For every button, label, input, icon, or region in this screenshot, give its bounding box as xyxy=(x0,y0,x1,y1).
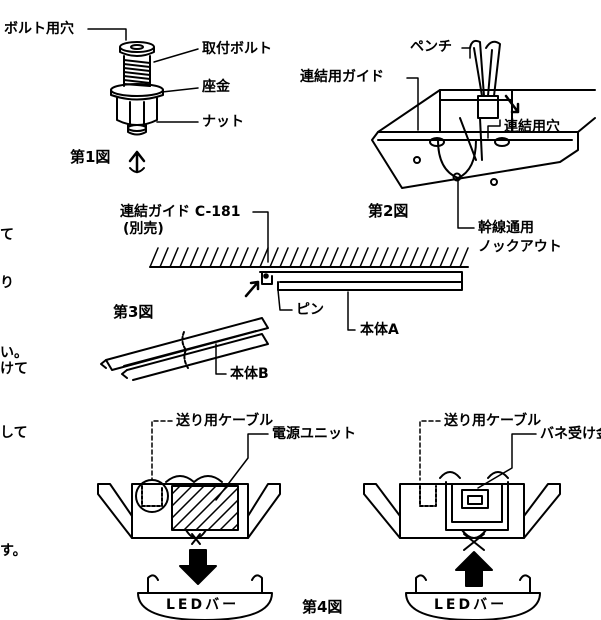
fig4-left-leader-lines xyxy=(151,420,269,501)
label-joint-hole: 連結用穴 xyxy=(504,119,560,135)
pliers-direction-arrow-icon xyxy=(504,94,520,114)
edge-text-1: て xyxy=(0,227,14,243)
label-joint-guide-c181: 連結ガイド C-181 xyxy=(120,204,241,220)
label-led-bar-right: LEDバー xyxy=(434,597,508,613)
fixture-right-illustration xyxy=(363,471,561,551)
label-pin: ピン xyxy=(296,302,324,318)
edge-text-2: り xyxy=(0,275,14,291)
fig1-leader-lines xyxy=(87,28,199,123)
insert-arrow-icon xyxy=(244,280,260,298)
label-body-a: 本体A xyxy=(360,322,399,338)
figure1-caption: 第1図 xyxy=(70,148,111,166)
up-arrow-icon xyxy=(128,150,146,174)
fig4-right-leader-lines xyxy=(419,420,537,489)
figure2-caption: 第2図 xyxy=(368,202,409,220)
label-power-unit: 電源ユニット xyxy=(272,426,356,442)
label-knockout-line1: 幹線通用 xyxy=(478,220,534,236)
label-spring-bracket: バネ受け金具 xyxy=(540,426,601,442)
label-mounting-bolt: 取付ボルト xyxy=(202,41,272,57)
figure4-caption: 第4図 xyxy=(302,598,343,616)
body-a-illustration xyxy=(259,271,463,291)
up-arrow-left-icon xyxy=(179,549,217,585)
fixture-joint-illustration xyxy=(371,39,596,189)
label-sold-separately: (別売) xyxy=(123,221,164,237)
label-led-bar-left: LEDバー xyxy=(166,597,240,613)
label-knockout-line2: ノックアウト xyxy=(478,239,562,255)
body-b-illustration xyxy=(100,317,269,381)
label-feed-cable-right: 送り用ケーブル xyxy=(444,413,542,429)
bolt-assembly-illustration xyxy=(110,41,164,136)
ceiling-hatch xyxy=(149,247,469,268)
label-bolt-hole: ボルト用穴 xyxy=(4,21,74,37)
label-body-b: 本体B xyxy=(230,366,269,382)
figure3-caption: 第3図 xyxy=(113,303,154,321)
label-feed-cable-left: 送り用ケーブル xyxy=(176,413,274,429)
label-joint-guide: 連結用ガイド xyxy=(300,69,384,85)
edge-text-4: けて xyxy=(0,361,28,377)
fixture-left-illustration xyxy=(97,475,281,545)
fig2-leader-lines xyxy=(406,47,501,229)
edge-text-3: い。 xyxy=(0,345,28,361)
fig3-leader-lines xyxy=(215,211,356,375)
label-nut: ナット xyxy=(202,114,244,130)
edge-text-5: して xyxy=(0,425,28,441)
edge-text-6: す。 xyxy=(0,543,27,559)
label-pliers: ペンチ xyxy=(410,39,452,55)
up-arrow-right-icon xyxy=(455,551,493,587)
label-washer: 座金 xyxy=(202,79,230,95)
